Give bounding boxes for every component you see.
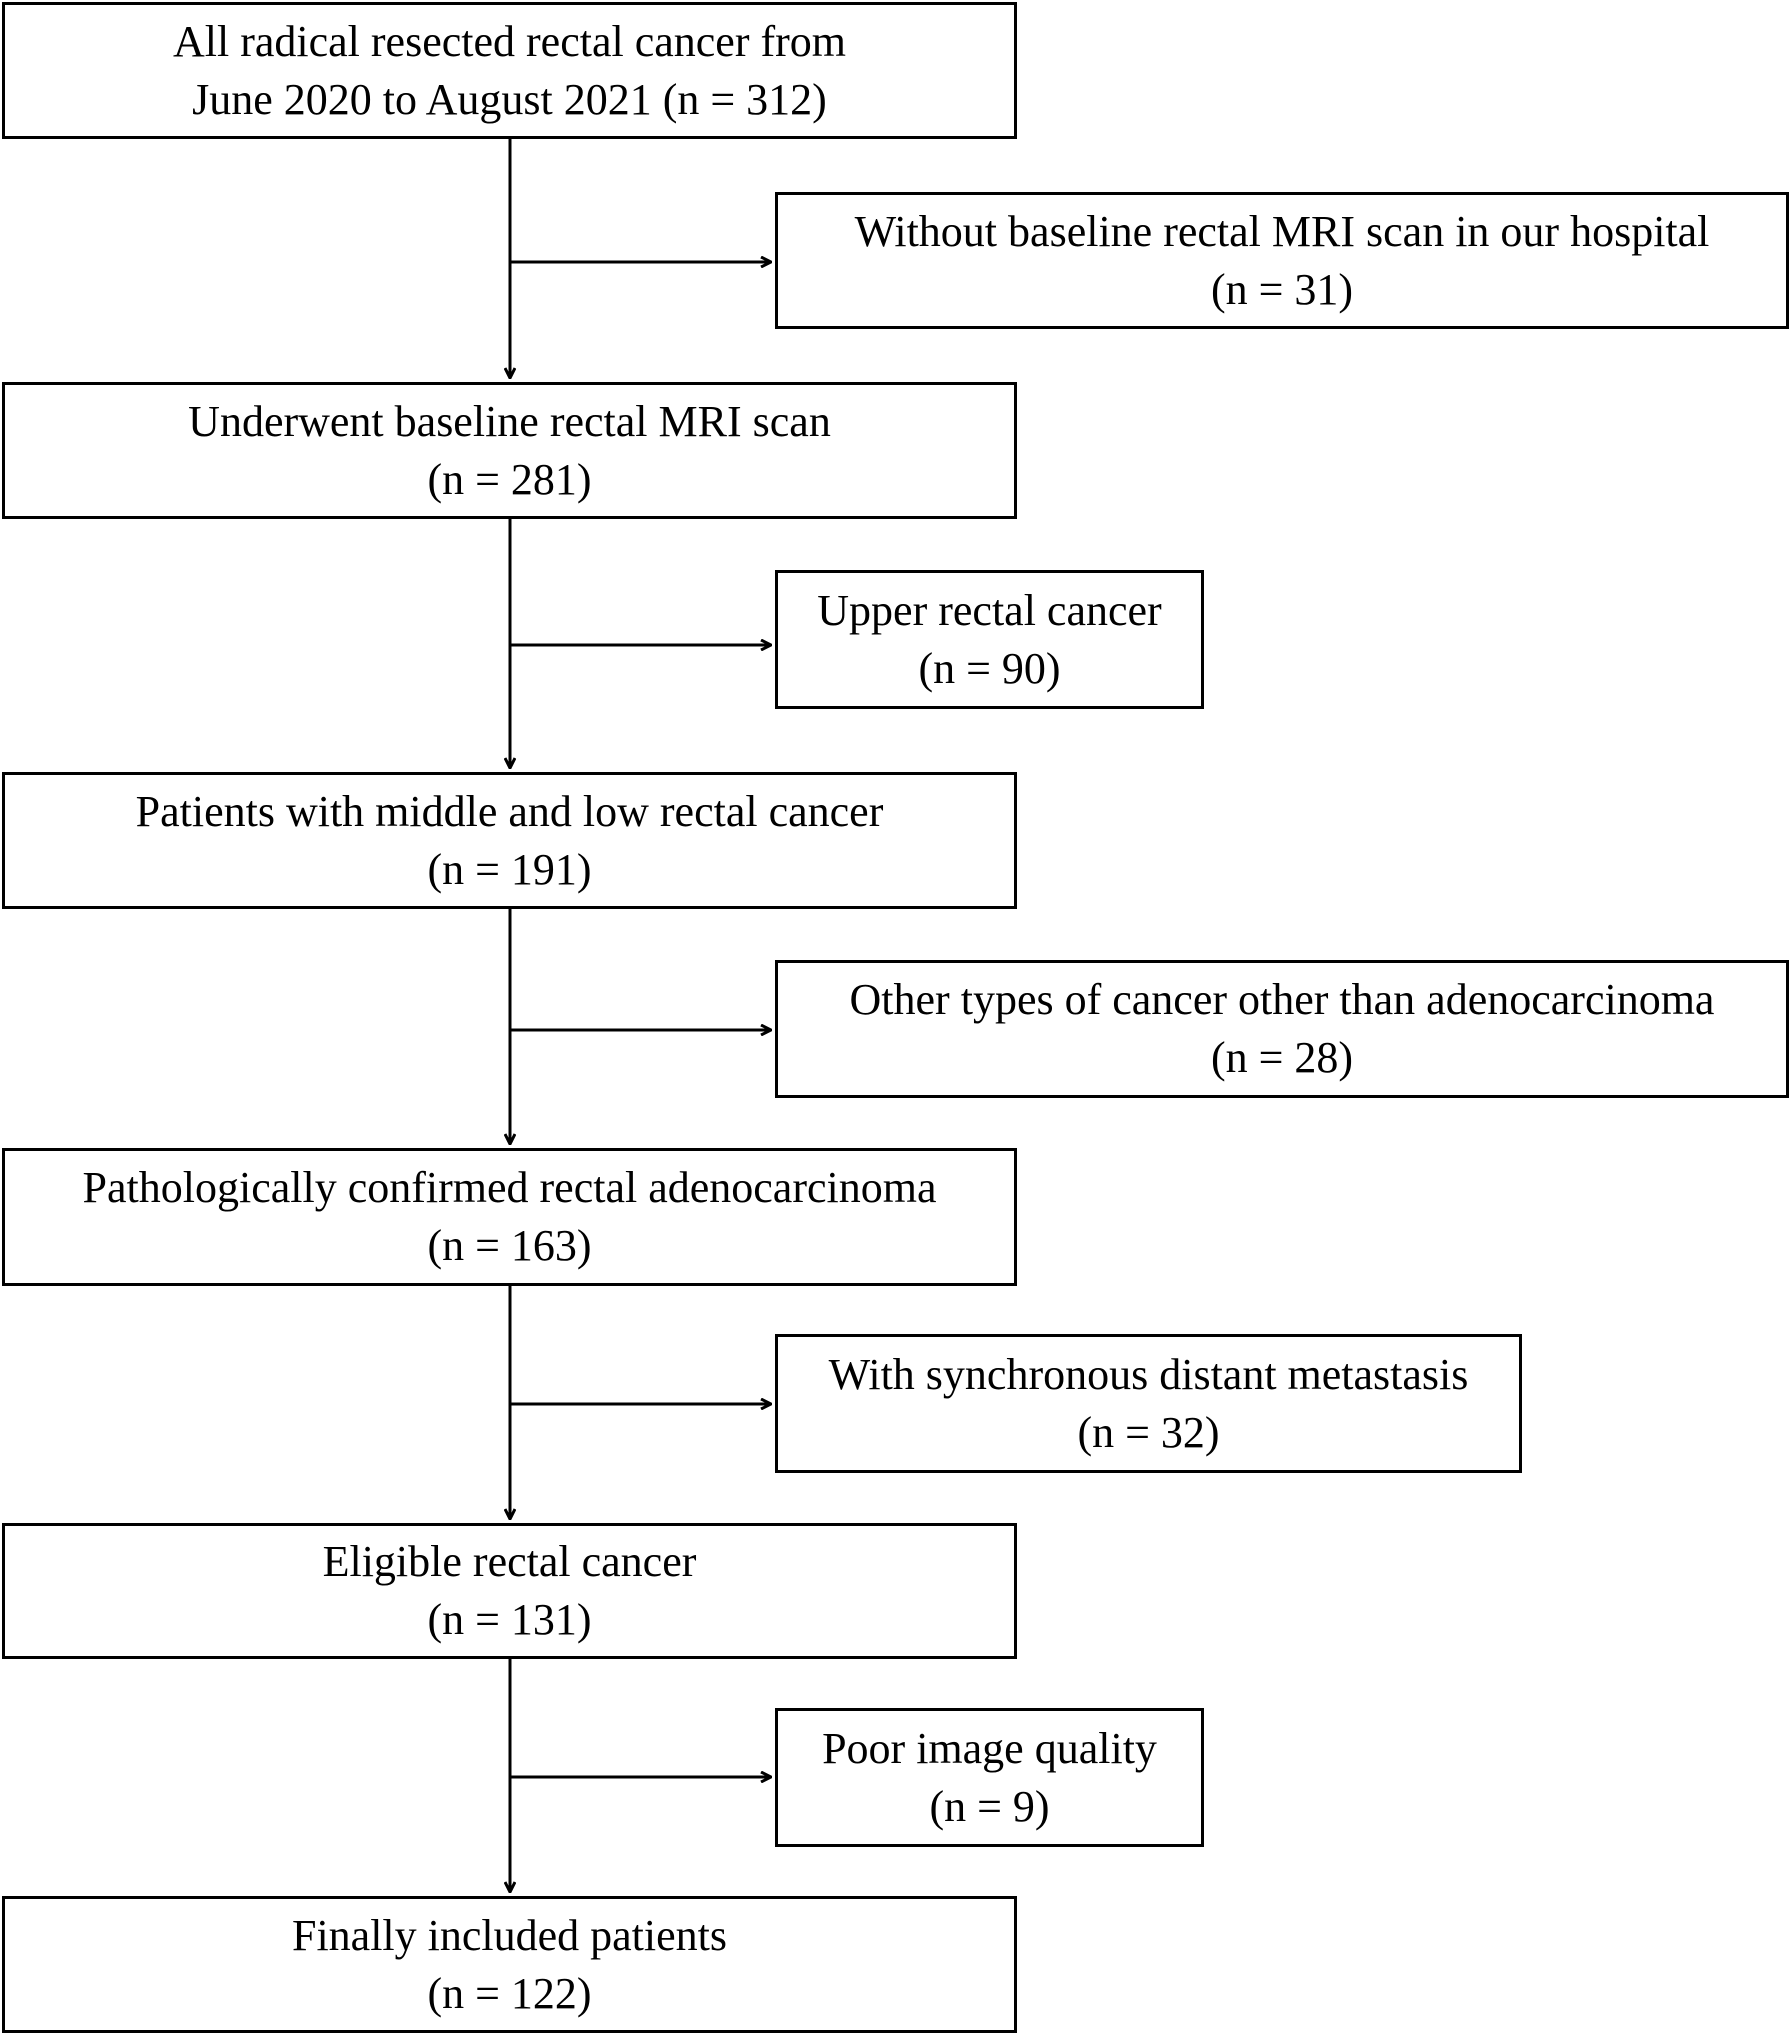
exclusion-other-types-text: Other types of cancer other than adenoca… [849, 975, 1715, 1024]
step-final: Finally included patients (n = 122) [2, 1896, 1017, 2033]
step-baseline-mri: Underwent baseline rectal MRI scan (n = … [2, 382, 1017, 519]
exclusion-metastasis-text: With synchronous distant metastasis [828, 1349, 1469, 1399]
step-baseline-mri-text: Underwent baseline rectal MRI scan [188, 396, 831, 446]
exclusion-upper-rectal-count: (n = 90) [918, 643, 1061, 693]
step-adenocarcinoma: Pathologically confirmed rectal adenocar… [2, 1148, 1017, 1286]
step-eligible-count: (n = 131) [427, 1595, 592, 1644]
step-adenocarcinoma-text: Pathologically confirmed rectal adenocar… [82, 1163, 937, 1212]
step-final-text: Finally included patients [291, 1910, 728, 1960]
exclusion-no-baseline-mri-text: Without baseline rectal MRI scan in our … [854, 206, 1710, 256]
step-all-resected-count: June 2020 to August 2021 (n = 312) [192, 74, 827, 124]
exclusion-poor-quality-count: (n = 9) [929, 1781, 1050, 1831]
exclusion-other-types-count: (n = 28) [1210, 1033, 1354, 1082]
step-eligible: Eligible rectal cancer (n = 131) [2, 1523, 1017, 1659]
exclusion-no-baseline-mri: Without baseline rectal MRI scan in our … [775, 192, 1789, 329]
exclusion-upper-rectal: Upper rectal cancer (n = 90) [775, 570, 1204, 709]
exclusion-poor-quality: Poor image quality (n = 9) [775, 1708, 1204, 1847]
exclusion-metastasis: With synchronous distant metastasis (n =… [775, 1334, 1522, 1473]
step-middle-low-text: Patients with middle and low rectal canc… [135, 786, 884, 836]
step-middle-low-count: (n = 191) [427, 844, 592, 894]
step-all-resected: All radical resected rectal cancer from … [2, 2, 1017, 139]
step-eligible-text: Eligible rectal cancer [322, 1537, 697, 1586]
step-all-resected-text: All radical resected rectal cancer from [172, 16, 847, 66]
exclusion-no-baseline-mri-count: (n = 31) [1210, 264, 1354, 314]
exclusion-upper-rectal-text: Upper rectal cancer [817, 585, 1162, 635]
step-baseline-mri-count: (n = 281) [427, 454, 592, 504]
step-adenocarcinoma-count: (n = 163) [427, 1221, 592, 1270]
exclusion-other-types: Other types of cancer other than adenoca… [775, 960, 1789, 1098]
step-final-count: (n = 122) [427, 1968, 592, 2018]
exclusion-poor-quality-text: Poor image quality [822, 1723, 1157, 1773]
step-middle-low: Patients with middle and low rectal canc… [2, 772, 1017, 909]
exclusion-metastasis-count: (n = 32) [1077, 1407, 1220, 1457]
